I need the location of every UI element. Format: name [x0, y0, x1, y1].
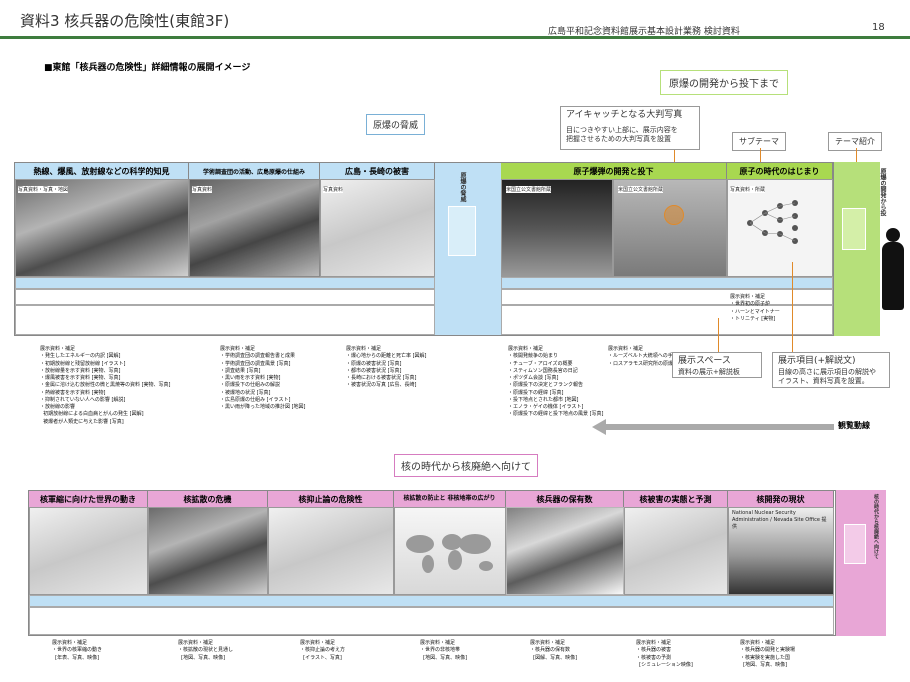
- connector-subtheme: [760, 148, 761, 164]
- visitor-head-icon: [886, 228, 900, 242]
- connector-space: [718, 318, 719, 352]
- callout-item-body1: 目線の高さに展示項目の解説や: [778, 367, 876, 376]
- column-development-title: 原爆の開発から投: [879, 168, 886, 216]
- photo-deterrence: [268, 507, 394, 595]
- notes-bottom-2: 展示資料・補足 ・核拡散の現状と見通し [地図、写真、映像]: [178, 640, 234, 661]
- notes-top-1: 展示資料・補足 ・発生したエネルギーの内訳 [図解] ・初期放射線と残留放射線 …: [40, 346, 171, 425]
- label-development: 原爆の開発から投下まで: [660, 70, 788, 95]
- notes-bottom-7: 展示資料・補足 ・核兵器の開発と実験場 ・核実験を実施した国 [地図、写真、映像…: [740, 640, 796, 668]
- callout-eyecatch-body1: 目につきやすい上部に、展示内容を: [566, 125, 678, 134]
- viewing-flow-label: 観覧動線: [838, 421, 870, 430]
- top-strip-white-2: [501, 289, 833, 305]
- top-panel-title-3: 広島・長崎の被害: [320, 163, 435, 179]
- atom-diagram-icon: [740, 198, 810, 248]
- visitor-silhouette-icon: [882, 242, 904, 310]
- label-theme-intro: テーマ紹介: [828, 132, 882, 151]
- top-strip-white-1: [15, 289, 435, 305]
- top-base-2: [501, 305, 833, 335]
- photo-damage: [320, 179, 435, 277]
- top-strip-blue-2: [501, 277, 833, 289]
- bottom-panel-title-6: 核被害の実態と予測: [624, 491, 728, 507]
- photo-proliferation: [148, 507, 268, 595]
- callout-eyecatch-title: アイキャッチとなる大判写真: [566, 110, 683, 120]
- notes-bottom-5: 展示資料・補足 ・核兵器の保有数 [図解、写真、映像]: [530, 640, 578, 661]
- highlight-cloud: [664, 205, 684, 225]
- top-panel-title-6: 原子の時代のはじまり: [727, 163, 833, 179]
- viewing-flow-arrow: [606, 424, 834, 430]
- label-subtheme: サブテーマ: [732, 132, 786, 151]
- bottom-panel-title-1: 核軍縮に向けた世界の動き: [29, 491, 148, 507]
- photo-stockpile: [506, 507, 624, 595]
- connector-theme: [856, 148, 857, 164]
- connector-item: [792, 262, 793, 352]
- top-panel-title-5: 原子爆弾の開発と投下: [501, 163, 727, 179]
- notes-bottom-4: 展示資料・補足 ・世界の非核地帯 [地図、写真、映像]: [420, 640, 468, 661]
- bottom-base: [29, 607, 834, 635]
- caption-nts: National Nuclear Security Administration…: [732, 510, 827, 530]
- callout-space: 展示スペース 資料の展示+解説板: [672, 352, 762, 378]
- caption-4: 米国立公文書館所蔵: [506, 186, 552, 193]
- photo-survey: [189, 179, 320, 277]
- photo-disarmament: [29, 507, 148, 595]
- arrow-left-icon: [592, 419, 606, 435]
- bottom-strip-blue: [29, 595, 834, 607]
- label-threat: 原爆の脅威: [366, 114, 426, 135]
- world-map-icon: [400, 526, 500, 576]
- callout-eyecatch-body2: 把握させるための大判写真を設置: [566, 135, 671, 144]
- top-panel-title-2: 学術調査団の活動、広島原爆の仕組み: [189, 163, 320, 179]
- page-number: 18: [872, 22, 885, 33]
- column-nuclear-era-board: [844, 524, 866, 564]
- column-nuclear-era-title: 核の時代から核廃絶へ向けて: [873, 494, 879, 559]
- header-rule: [0, 36, 910, 39]
- callout-eyecatch: アイキャッチとなる大判写真 目につきやすい上部に、展示内容を 把握させるための大…: [560, 106, 700, 150]
- top-base-1: [15, 305, 435, 335]
- bottom-row-frame: [28, 490, 836, 636]
- column-development-board: [842, 208, 866, 250]
- column-threat-board: [448, 206, 476, 256]
- bottom-panel-title-2: 核拡散の危機: [148, 491, 268, 507]
- page-title: 資料3 核兵器の危険性(東館3F): [20, 12, 230, 30]
- notes-top-2: 展示資料・補足 ・学術調査団の調査報告書と成果 ・学術調査団の調査風景 [写真]…: [220, 346, 306, 410]
- top-row-frame: [14, 162, 834, 336]
- notes-top-extra: 展示資料・補足 ・世界初の原子炉 ・ハーンとマイトナー ・トリニティ [実物]: [730, 294, 780, 322]
- photo-atom-diagram: [727, 179, 833, 277]
- photo-cloud: [613, 179, 727, 277]
- caption-2: 写真資料: [192, 186, 213, 193]
- section-title: ■東館「核兵器の危険性」詳細情報の展開イメージ: [44, 63, 251, 73]
- callout-item: 展示項目(+解説文) 目線の高さに展示項目の解説や イラスト、資料写真を設置。: [772, 352, 890, 388]
- notes-bottom-3: 展示資料・補足 ・核抑止論の考え方 [イラスト、写真]: [300, 640, 346, 661]
- bottom-panel-title-5: 核兵器の保有数: [506, 491, 624, 507]
- notes-top-3: 展示資料・補足 ・爆心地からの距離と死亡率 [図解] ・原爆の被害状況 [写真]…: [346, 346, 427, 389]
- caption-6: 写真資料・所蔵: [730, 186, 766, 193]
- notes-bottom-1: 展示資料・補足 ・世界の核軍縮の動き [年表、写真、映像]: [52, 640, 103, 661]
- photo-damage-forecast: [624, 507, 728, 595]
- photo-test: [728, 507, 834, 595]
- label-nuclear-era: 核の時代から核廃絶へ向けて: [394, 454, 538, 477]
- top-panel-title-1: 熱線、爆風、放射線などの科学的知見: [15, 163, 189, 179]
- page-subtitle: 広島平和記念資料館展示基本設計業務 検討資料: [548, 27, 740, 37]
- caption-5: 米国立公文書館所蔵: [618, 186, 664, 193]
- callout-space-body: 資料の展示+解説板: [678, 367, 740, 376]
- notes-top-4: 展示資料・補足 ・核開発競争の始まり ・チューブ・アロイズの概要 ・スティムソン…: [508, 346, 604, 418]
- callout-item-body2: イラスト、資料写真を設置。: [778, 377, 869, 386]
- caption-1: 写真資料・写真・地図: [18, 186, 69, 193]
- bottom-panel-title-7: 核開発の現状: [728, 491, 834, 507]
- callout-item-title: 展示項目(+解説文): [778, 356, 856, 366]
- bottom-panel-title-3: 核抑止論の危険性: [268, 491, 394, 507]
- notes-bottom-6: 展示資料・補足 ・核兵器の被害 ・核被害の予測 [シミュレーション映像]: [636, 640, 693, 668]
- caption-3: 写真資料: [323, 186, 344, 193]
- top-strip-blue-1: [15, 277, 435, 289]
- photo-science: [15, 179, 189, 277]
- bottom-panel-title-4: 核拡散の防止と 非核地帯の広がり: [394, 491, 506, 507]
- photo-scientists: [501, 179, 613, 277]
- callout-space-title: 展示スペース: [678, 356, 731, 366]
- column-threat-title: 原爆の脅威: [459, 172, 466, 202]
